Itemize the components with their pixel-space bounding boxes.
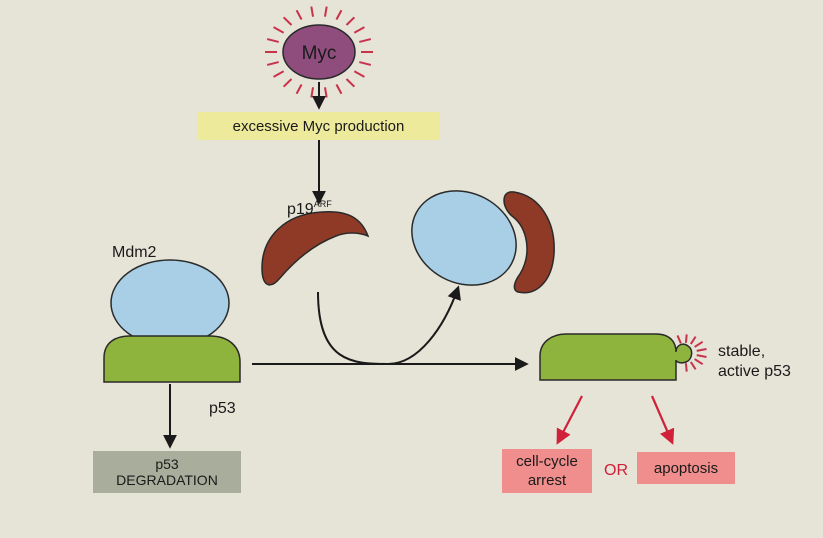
stable-p53-ray	[696, 348, 707, 352]
mdm2-protein	[110, 259, 230, 347]
p53-protein	[103, 335, 241, 383]
p53-label: p53	[209, 400, 236, 417]
myc-ray	[310, 6, 315, 17]
cell-cycle-arrest-line2: arrest	[527, 472, 567, 489]
myc-ray	[345, 16, 356, 26]
myc-label: Myc	[302, 43, 337, 64]
myc-ray	[359, 61, 372, 66]
apoptosis-label: apoptosis	[653, 459, 719, 477]
apoptosis-box: apoptosis	[637, 452, 735, 484]
myc-signal-rays	[265, 6, 373, 98]
myc-ray	[273, 26, 285, 34]
arrow-arf-binds-mdm2	[317, 285, 461, 366]
arrow-to-apoptosis	[650, 395, 675, 445]
myc-ray	[295, 9, 303, 20]
myc-ray	[266, 61, 279, 66]
stable-active-p53-label: stable, active p53	[718, 342, 791, 382]
or-label: OR	[604, 462, 628, 479]
myc-ray	[353, 70, 365, 78]
mdm2-in-complex	[411, 190, 517, 286]
myc-ray	[323, 87, 328, 98]
p53-degradation-box: p53 DEGRADATION	[93, 451, 241, 493]
p19arf-label-sup: ARF	[313, 199, 332, 209]
degradation-line2: DEGRADATION	[116, 472, 218, 488]
cell-cycle-arrest-line1: cell-cycle	[516, 453, 578, 470]
excessive-myc-production-box: excessive Myc production	[197, 112, 440, 140]
p19arf-protein	[261, 211, 370, 286]
stable-p53-ray	[676, 335, 682, 344]
stable-p53-ray	[689, 361, 697, 370]
myc-ray	[359, 38, 372, 43]
stable-p53-ray	[696, 354, 707, 358]
myc-ray	[295, 84, 303, 95]
p19arf-label: p19ARF	[287, 199, 332, 219]
myc-ray	[273, 70, 285, 78]
stable-p53-signal-rays	[676, 334, 707, 372]
p19arf-in-complex	[503, 191, 555, 294]
myc-ray	[353, 26, 365, 34]
stable-label-line2: active p53	[718, 363, 791, 380]
myc-protein	[282, 24, 356, 80]
myc-ray	[345, 78, 356, 88]
myc-ray	[323, 6, 328, 17]
myc-ray	[282, 16, 293, 26]
p19arf-label-base: p19	[287, 201, 314, 218]
myc-ray	[282, 78, 293, 88]
stable-p53-ray	[689, 336, 697, 345]
excessive-myc-production-label: excessive Myc production	[232, 117, 405, 135]
stable-label-line1: stable,	[718, 343, 766, 360]
myc-ray	[335, 84, 343, 95]
myc-ray	[310, 87, 315, 98]
stable-p53-ray	[684, 363, 688, 372]
myc-ray	[266, 38, 279, 43]
stable-p53-protein	[539, 333, 693, 381]
degradation-line1: p53	[155, 456, 179, 472]
mdm2-label: Mdm2	[112, 244, 157, 261]
stable-p53-ray	[684, 334, 688, 343]
arrow-to-cell-cycle-arrest	[556, 395, 583, 445]
stable-p53-ray	[694, 358, 704, 366]
cell-cycle-arrest-box: cell-cycle arrest	[502, 449, 592, 493]
myc-ray	[335, 9, 343, 20]
stable-p53-ray	[694, 340, 704, 348]
